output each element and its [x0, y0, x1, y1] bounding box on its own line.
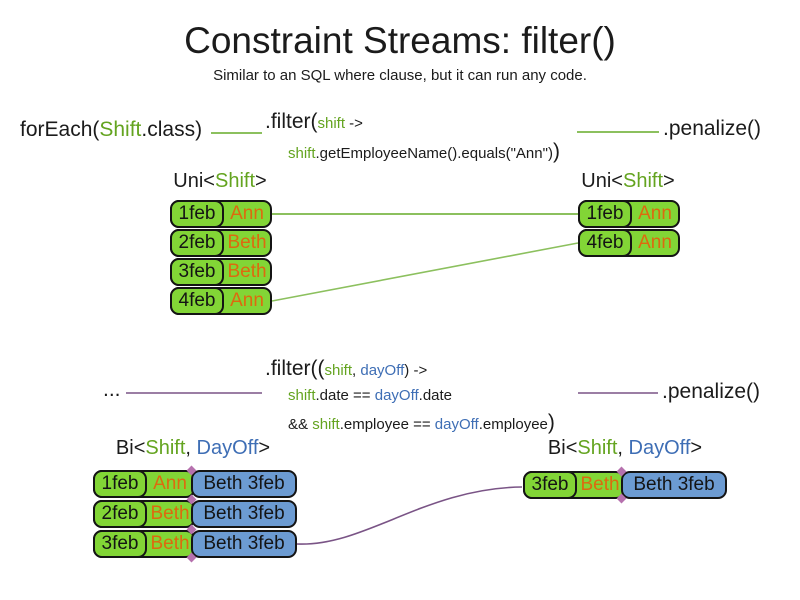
type-token: > [663, 170, 675, 192]
shift-employee: Ann [638, 232, 672, 253]
shift-row: 1feb Ann [578, 200, 680, 228]
type-token-shift: Shift [622, 170, 664, 192]
type-token: , [185, 437, 197, 459]
uni-header-left: Uni<Shift> [160, 170, 280, 193]
type-token: Uni< [173, 170, 215, 192]
code-token-param: shift [288, 145, 316, 162]
code-token: forEach( [20, 118, 100, 141]
dayoff-fact: Beth 3feb [191, 530, 297, 558]
type-token-shift: Shift [145, 437, 186, 459]
code-token: && [288, 416, 313, 433]
shift-date: 3feb [170, 258, 224, 286]
stream-ellipsis: ... [103, 378, 121, 401]
code-token: .filter( [265, 110, 318, 133]
shift-employee: Beth [580, 474, 620, 495]
filter-call-top: .filter(shift -> [265, 110, 363, 134]
page-title: Constraint Streams: filter() [184, 20, 616, 61]
penalize-call-top: .penalize() [663, 117, 762, 140]
type-token-shift: Shift [577, 437, 618, 459]
code-token: -> [345, 115, 363, 132]
shift-date: 3feb [523, 471, 577, 499]
shift-fact: 1feb Ann [93, 470, 195, 498]
uni-header-right: Uni<Shift> [568, 170, 688, 193]
code-token: .filter(( [265, 357, 325, 380]
page-subtitle: Similar to an SQL where clause, but it c… [213, 67, 587, 84]
shift-employee: Beth [150, 533, 190, 554]
code-token-param: dayOff [434, 416, 479, 433]
shift-employee: Beth [150, 503, 190, 524]
type-token: > [258, 437, 271, 459]
dayoff-fact: Beth 3feb [191, 500, 297, 528]
code-token: ) -> [404, 362, 428, 379]
shift-employee: Ann [638, 203, 672, 224]
shift-row: 4feb Ann [578, 229, 680, 257]
shift-date: 2feb [93, 500, 147, 528]
filter-body-mid-line1: shift.date == dayOff.date [288, 387, 452, 404]
type-token: , [617, 437, 629, 459]
filter-body-top: shift.getEmployeeName().equals("Ann")) [288, 140, 560, 164]
code-token: .date == [315, 387, 375, 404]
type-token: Bi< [115, 437, 146, 459]
code-token: ) [547, 411, 555, 434]
bi-header-right: Bi<Shift, DayOff> [525, 437, 725, 460]
filter-body-mid-line2: && shift.employee == dayOff.employee) [288, 411, 555, 435]
dayoff-fact: Beth 3feb [621, 471, 727, 499]
shift-date: 2feb [170, 229, 224, 257]
shift-employee: Beth [227, 232, 267, 253]
type-token-dayoff: DayOff [628, 437, 691, 459]
shift-employee: Ann [153, 473, 187, 494]
shift-date: 1feb [578, 200, 632, 228]
shift-employee: Beth [227, 261, 267, 282]
code-token-param: dayOff [374, 387, 419, 404]
code-token: , [352, 362, 361, 379]
code-token: .employee == [339, 416, 435, 433]
type-token: Bi< [547, 437, 578, 459]
code-token-param: shift [324, 362, 353, 379]
code-token-param: shift [312, 416, 340, 433]
shift-date: 3feb [93, 530, 147, 558]
code-token: .employee [478, 416, 548, 433]
code-token-param: shift [317, 115, 346, 132]
shift-date: 4feb [578, 229, 632, 257]
type-token: > [690, 437, 703, 459]
penalize-call-mid: .penalize() [662, 380, 761, 403]
shift-date: 1feb [170, 200, 224, 228]
code-token-param: shift [288, 387, 316, 404]
shift-employee: Ann [230, 290, 264, 311]
foreach-call: forEach(Shift.class) [20, 118, 202, 142]
code-token-param: dayOff [360, 362, 405, 379]
shift-row: 4feb Ann [170, 287, 272, 315]
type-token-dayoff: DayOff [196, 437, 259, 459]
shift-employee: Ann [230, 203, 264, 224]
shift-date: 4feb [170, 287, 224, 315]
dayoff-fact: Beth 3feb [191, 470, 297, 498]
filter-call-mid: .filter((shift, dayOff) -> [265, 357, 427, 381]
type-token: > [255, 170, 267, 192]
shift-row: 1feb Ann [170, 200, 272, 228]
type-token: Uni< [581, 170, 623, 192]
bi-header-left: Bi<Shift, DayOff> [93, 437, 293, 460]
code-token: .date [418, 387, 453, 404]
code-token-type: Shift [99, 118, 142, 141]
code-token: .getEmployeeName().equals("Ann") [315, 145, 553, 162]
code-token: ) [552, 140, 560, 163]
type-token-shift: Shift [214, 170, 256, 192]
code-token: .class) [141, 118, 203, 141]
shift-date: 1feb [93, 470, 147, 498]
